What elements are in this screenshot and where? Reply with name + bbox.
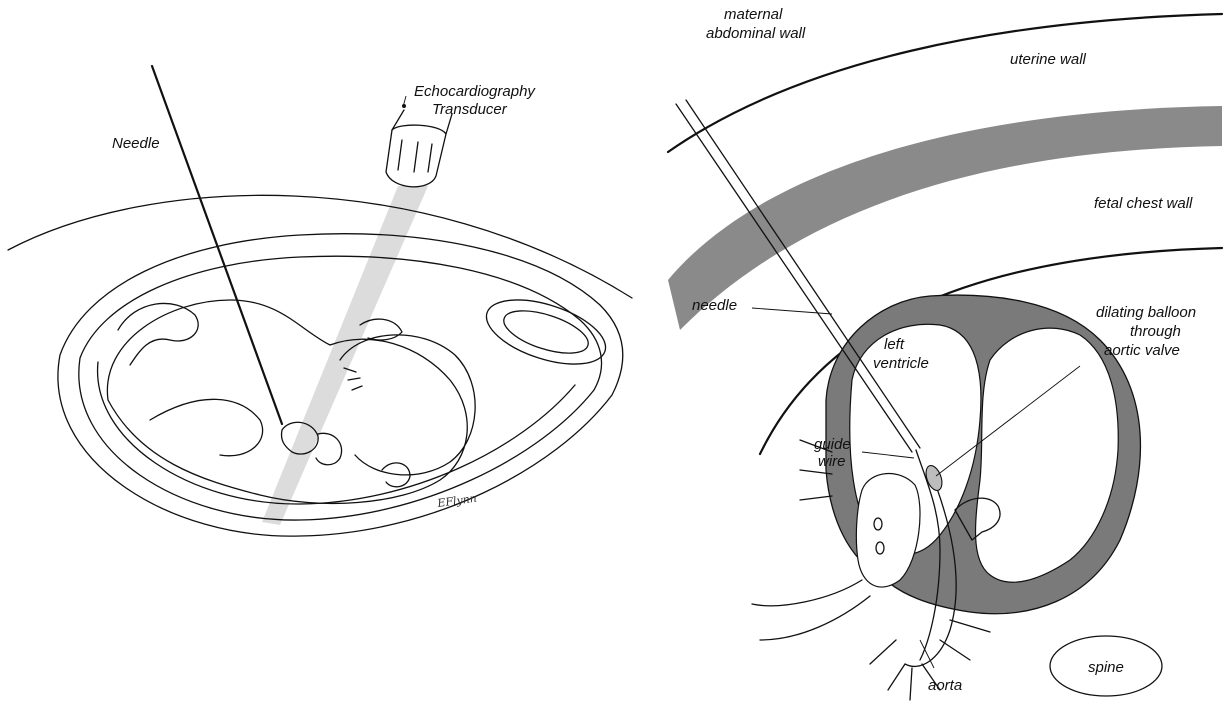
needle-leader (752, 308, 832, 314)
label-fetal-chest-wall: fetal chest wall (1094, 195, 1193, 212)
label-left-ventricle-line1: left (884, 336, 905, 353)
fetus-arm (118, 303, 198, 365)
placenta (479, 287, 614, 377)
fetus-head (340, 335, 475, 475)
label-needle: Needle (112, 135, 160, 152)
label-balloon-line1: dilating balloon (1096, 304, 1196, 321)
label-needle-right: needle (692, 297, 737, 314)
uterus-inner-contour (79, 256, 602, 520)
label-uterine-wall: uterine wall (1010, 51, 1087, 68)
label-balloon-line3: aortic valve (1104, 342, 1180, 359)
label-balloon-line2: through (1130, 323, 1181, 340)
maternal-abdomen-outline (8, 195, 632, 298)
label-maternal-line1: maternal (724, 6, 783, 23)
label-guide-line1: guide (814, 436, 851, 453)
great-vessel (752, 580, 870, 640)
label-spine: spine (1088, 659, 1124, 676)
label-guide-line2: wire (818, 453, 846, 470)
needle-line (152, 66, 282, 424)
label-transducer-line2: Transducer (432, 101, 508, 118)
artist-signature: EFlynn (436, 492, 478, 511)
left-panel-procedure-overview: Needle Echocardiography Transducer EFlyn… (8, 66, 632, 536)
right-panel-heart-detail: maternal abdominal wall uterine wall fet… (668, 6, 1222, 700)
fetus-leg (150, 399, 263, 455)
label-maternal-line2: abdominal wall (706, 25, 806, 42)
guide-wire-coil (316, 433, 342, 464)
label-left-ventricle-line2: ventricle (873, 355, 929, 372)
placenta-inner (499, 302, 593, 362)
label-transducer-line1: Echocardiography (414, 83, 536, 100)
label-aorta: aorta (928, 677, 962, 694)
